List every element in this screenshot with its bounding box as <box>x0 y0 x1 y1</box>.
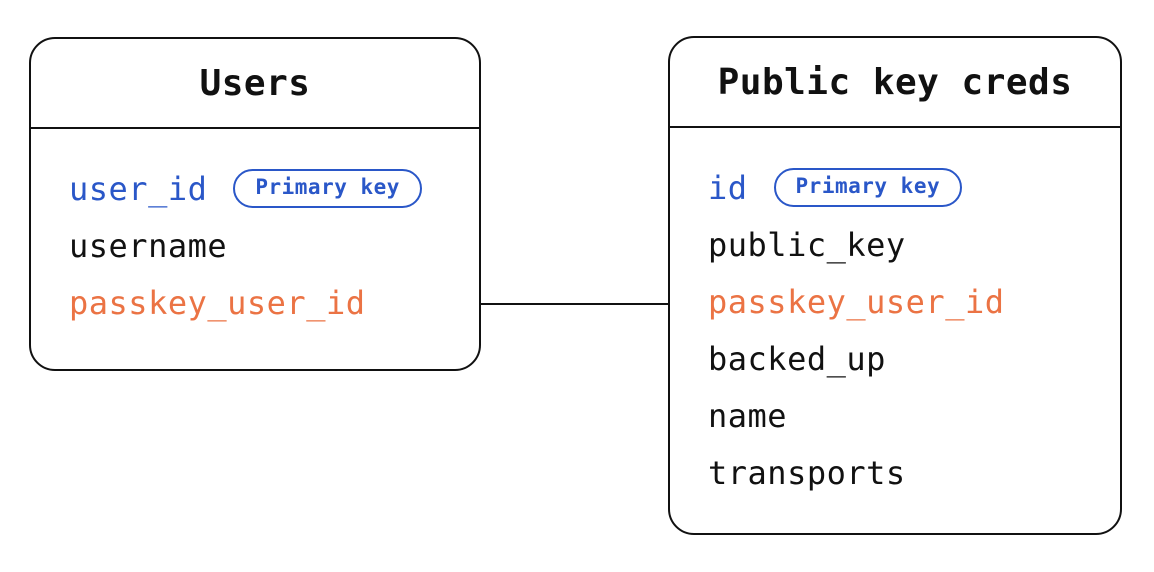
field-row-passkey-user-id: passkey_user_id <box>69 274 459 331</box>
field-name: passkey_user_id <box>708 282 1005 321</box>
relationship-line <box>481 303 668 305</box>
field-name: public_key <box>708 225 906 264</box>
field-name: passkey_user_id <box>69 283 366 322</box>
table-title: Public key creds <box>717 61 1073 103</box>
field-name: name <box>708 396 788 435</box>
primary-key-badge: Primary key <box>773 168 963 207</box>
field-row-transports: transports <box>708 444 1100 501</box>
field-row-backed-up: backed_up <box>708 330 1100 387</box>
field-row-username: username <box>69 217 459 274</box>
field-row-passkey-user-id: passkey_user_id <box>708 273 1100 330</box>
table-creds-header: Public key creds <box>670 38 1120 128</box>
table-users-body: user_id Primary key username passkey_use… <box>31 129 479 331</box>
field-row-id: id Primary key <box>708 159 1100 216</box>
field-name: transports <box>708 453 906 492</box>
field-row-user-id: user_id Primary key <box>69 160 459 217</box>
table-creds-body: id Primary key public_key passkey_user_i… <box>670 128 1120 501</box>
field-row-public-key: public_key <box>708 216 1100 273</box>
field-row-name: name <box>708 387 1100 444</box>
field-name: backed_up <box>708 339 886 378</box>
primary-key-badge: Primary key <box>233 169 422 208</box>
field-name: username <box>69 226 228 265</box>
table-public-key-creds: Public key creds id Primary key public_k… <box>668 36 1122 535</box>
table-users-header: Users <box>31 39 479 129</box>
field-name: user_id <box>69 169 208 208</box>
field-name: id <box>708 168 748 207</box>
table-users: Users user_id Primary key username passk… <box>29 37 481 371</box>
table-title: Users <box>199 62 311 104</box>
